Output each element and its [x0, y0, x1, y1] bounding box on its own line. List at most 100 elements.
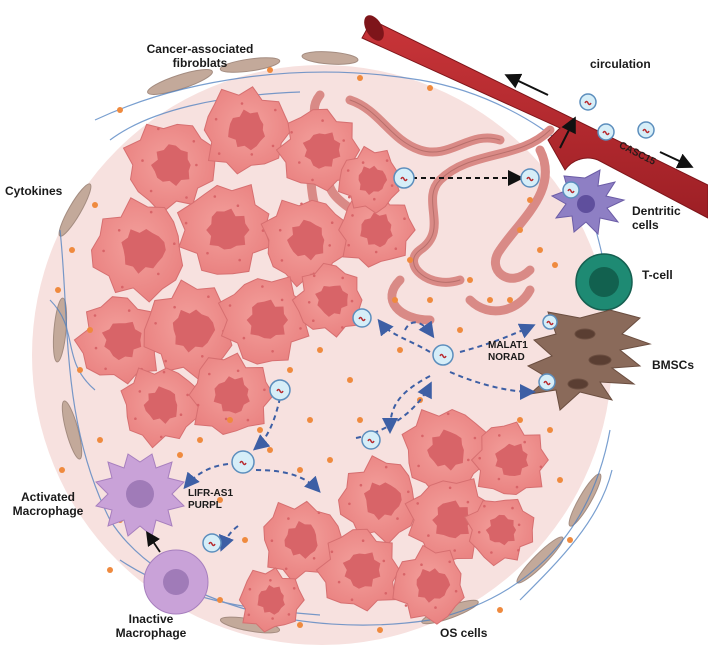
- cytokine-dot: [59, 467, 65, 473]
- os-tumor-nucleus: [257, 585, 285, 615]
- t-cell: [575, 253, 633, 311]
- dendritic-label: Dentritic cells: [632, 204, 681, 232]
- activated-macrophage: [95, 453, 185, 537]
- cytokine-dot: [487, 297, 493, 303]
- cytokine-dot: [427, 297, 433, 303]
- cytokine-dot: [357, 417, 363, 423]
- cytokine-dot: [457, 327, 463, 333]
- purpl-label: PURPL: [188, 500, 222, 511]
- os-tumor-nucleus: [172, 309, 216, 353]
- cytokine-dot: [87, 327, 93, 333]
- lncrna-cargo-icon: [239, 460, 247, 466]
- lncrna-cargo-icon: [543, 380, 551, 386]
- cytokine-dots: [55, 67, 573, 633]
- cytokine-dot: [537, 247, 543, 253]
- cytokine-dot: [467, 277, 473, 283]
- os-tumor-nucleus: [427, 429, 464, 471]
- cytokine-dot: [527, 197, 533, 203]
- os-tumor-nucleus: [151, 144, 191, 186]
- cytokine-dot: [227, 417, 233, 423]
- cytokine-dot: [92, 202, 98, 208]
- os-tumor-nucleus: [432, 500, 472, 539]
- caf-label-line2: fibroblats: [172, 56, 228, 70]
- circulation-label: circulation: [590, 57, 651, 71]
- exosomes: [202, 93, 655, 553]
- os-tumor-nucleus: [342, 552, 381, 589]
- cytokine-dot: [69, 247, 75, 253]
- cytokine-dot: [77, 367, 83, 373]
- cytokine-dot: [117, 107, 123, 113]
- macrophage-activation-arrow: [146, 531, 161, 553]
- cytokine-dot: [107, 567, 113, 573]
- cytokine-dot: [242, 537, 248, 543]
- os-tumor-cluster-lower: [238, 408, 549, 633]
- lncrna-cargo-icon: [642, 128, 650, 134]
- os-tumor-nucleus: [364, 482, 402, 521]
- cytokine-dot: [307, 417, 313, 423]
- lncrna-label-malat1-norad: MALAT1 NORAD: [488, 340, 528, 364]
- dendritic-label-line1: Dentritic: [632, 204, 681, 218]
- lncrna-cargo-icon: [602, 130, 610, 136]
- os-tumor-nucleus: [228, 109, 265, 151]
- lncrna-cargo-icon: [526, 176, 534, 182]
- os-tumor-nucleus: [416, 568, 451, 603]
- cytokine-dot: [297, 467, 303, 473]
- cytokine-dot: [347, 377, 353, 383]
- cytokine-dot: [357, 75, 363, 81]
- lncrna-cargo-icon: [208, 541, 216, 547]
- inactive-macrophage-label: Inactive Macrophage: [96, 612, 206, 640]
- os-tumor-nucleus: [302, 132, 341, 169]
- cytokine-dot: [217, 497, 223, 503]
- cytokine-dot: [55, 287, 61, 293]
- cytokine-dot: [557, 477, 563, 483]
- cytokine-dot: [567, 537, 573, 543]
- cytokine-dot: [177, 452, 183, 458]
- os-tumor-nucleus: [485, 514, 517, 546]
- os-tumor-nucleus: [101, 321, 142, 361]
- lncrna-label-lifr-purpl: LIFR-AS1 PURPL: [188, 488, 233, 512]
- activated-label-line2: Macrophage: [12, 504, 84, 518]
- lncrna-cargo-icon: [567, 188, 575, 194]
- cytokine-dot: [497, 607, 503, 613]
- activated-label-line1: Activated: [20, 490, 76, 504]
- inactive-label-line1: Inactive: [128, 612, 174, 626]
- os-tumor-nucleus: [121, 229, 166, 274]
- lncrna-cargo-icon: [358, 316, 366, 322]
- os-tumor-nucleus: [315, 285, 348, 317]
- activated-macrophage-label: Activated Macrophage: [0, 490, 96, 518]
- os-tumor-nucleus: [495, 443, 529, 476]
- lncrna-cargo-icon: [584, 100, 592, 106]
- malat1-label: MALAT1: [488, 340, 528, 351]
- os-tumor-nucleus: [143, 386, 178, 424]
- cytokine-dot: [287, 367, 293, 373]
- cytokine-dot: [327, 457, 333, 463]
- cytokine-dot: [427, 85, 433, 91]
- lncrna-cargo-icon: [546, 320, 554, 326]
- lifr-label: LIFR-AS1: [188, 488, 233, 499]
- cytokine-dot: [407, 257, 413, 263]
- inactive-label-line2: Macrophage: [115, 626, 187, 640]
- cytokine-dot: [257, 427, 263, 433]
- cytokine-dot: [517, 227, 523, 233]
- cytokine-dot: [507, 297, 513, 303]
- cytokine-dot: [267, 67, 273, 73]
- cytokine-dot: [297, 622, 303, 628]
- cytokines-label: Cytokines: [5, 184, 63, 198]
- cytokine-dot: [97, 437, 103, 443]
- cytokine-dot: [217, 597, 223, 603]
- inactive-macrophage: [143, 549, 209, 615]
- lncrna-cargo-icon: [367, 438, 375, 444]
- dendritic-label-line2: cells: [632, 218, 659, 232]
- cytokine-dot: [267, 447, 273, 453]
- cytokine-dot: [397, 347, 403, 353]
- cytokine-dot: [392, 297, 398, 303]
- os-cells-label: OS cells: [440, 626, 488, 640]
- cytokine-dot: [552, 262, 558, 268]
- cytokine-dot: [317, 347, 323, 353]
- cytokine-dot: [547, 427, 553, 433]
- tcell-label: T-cell: [642, 268, 673, 282]
- lncrna-cargo-icon: [276, 388, 284, 394]
- blood-vessel: [361, 15, 708, 219]
- circulation-arrow-left: [504, 73, 549, 96]
